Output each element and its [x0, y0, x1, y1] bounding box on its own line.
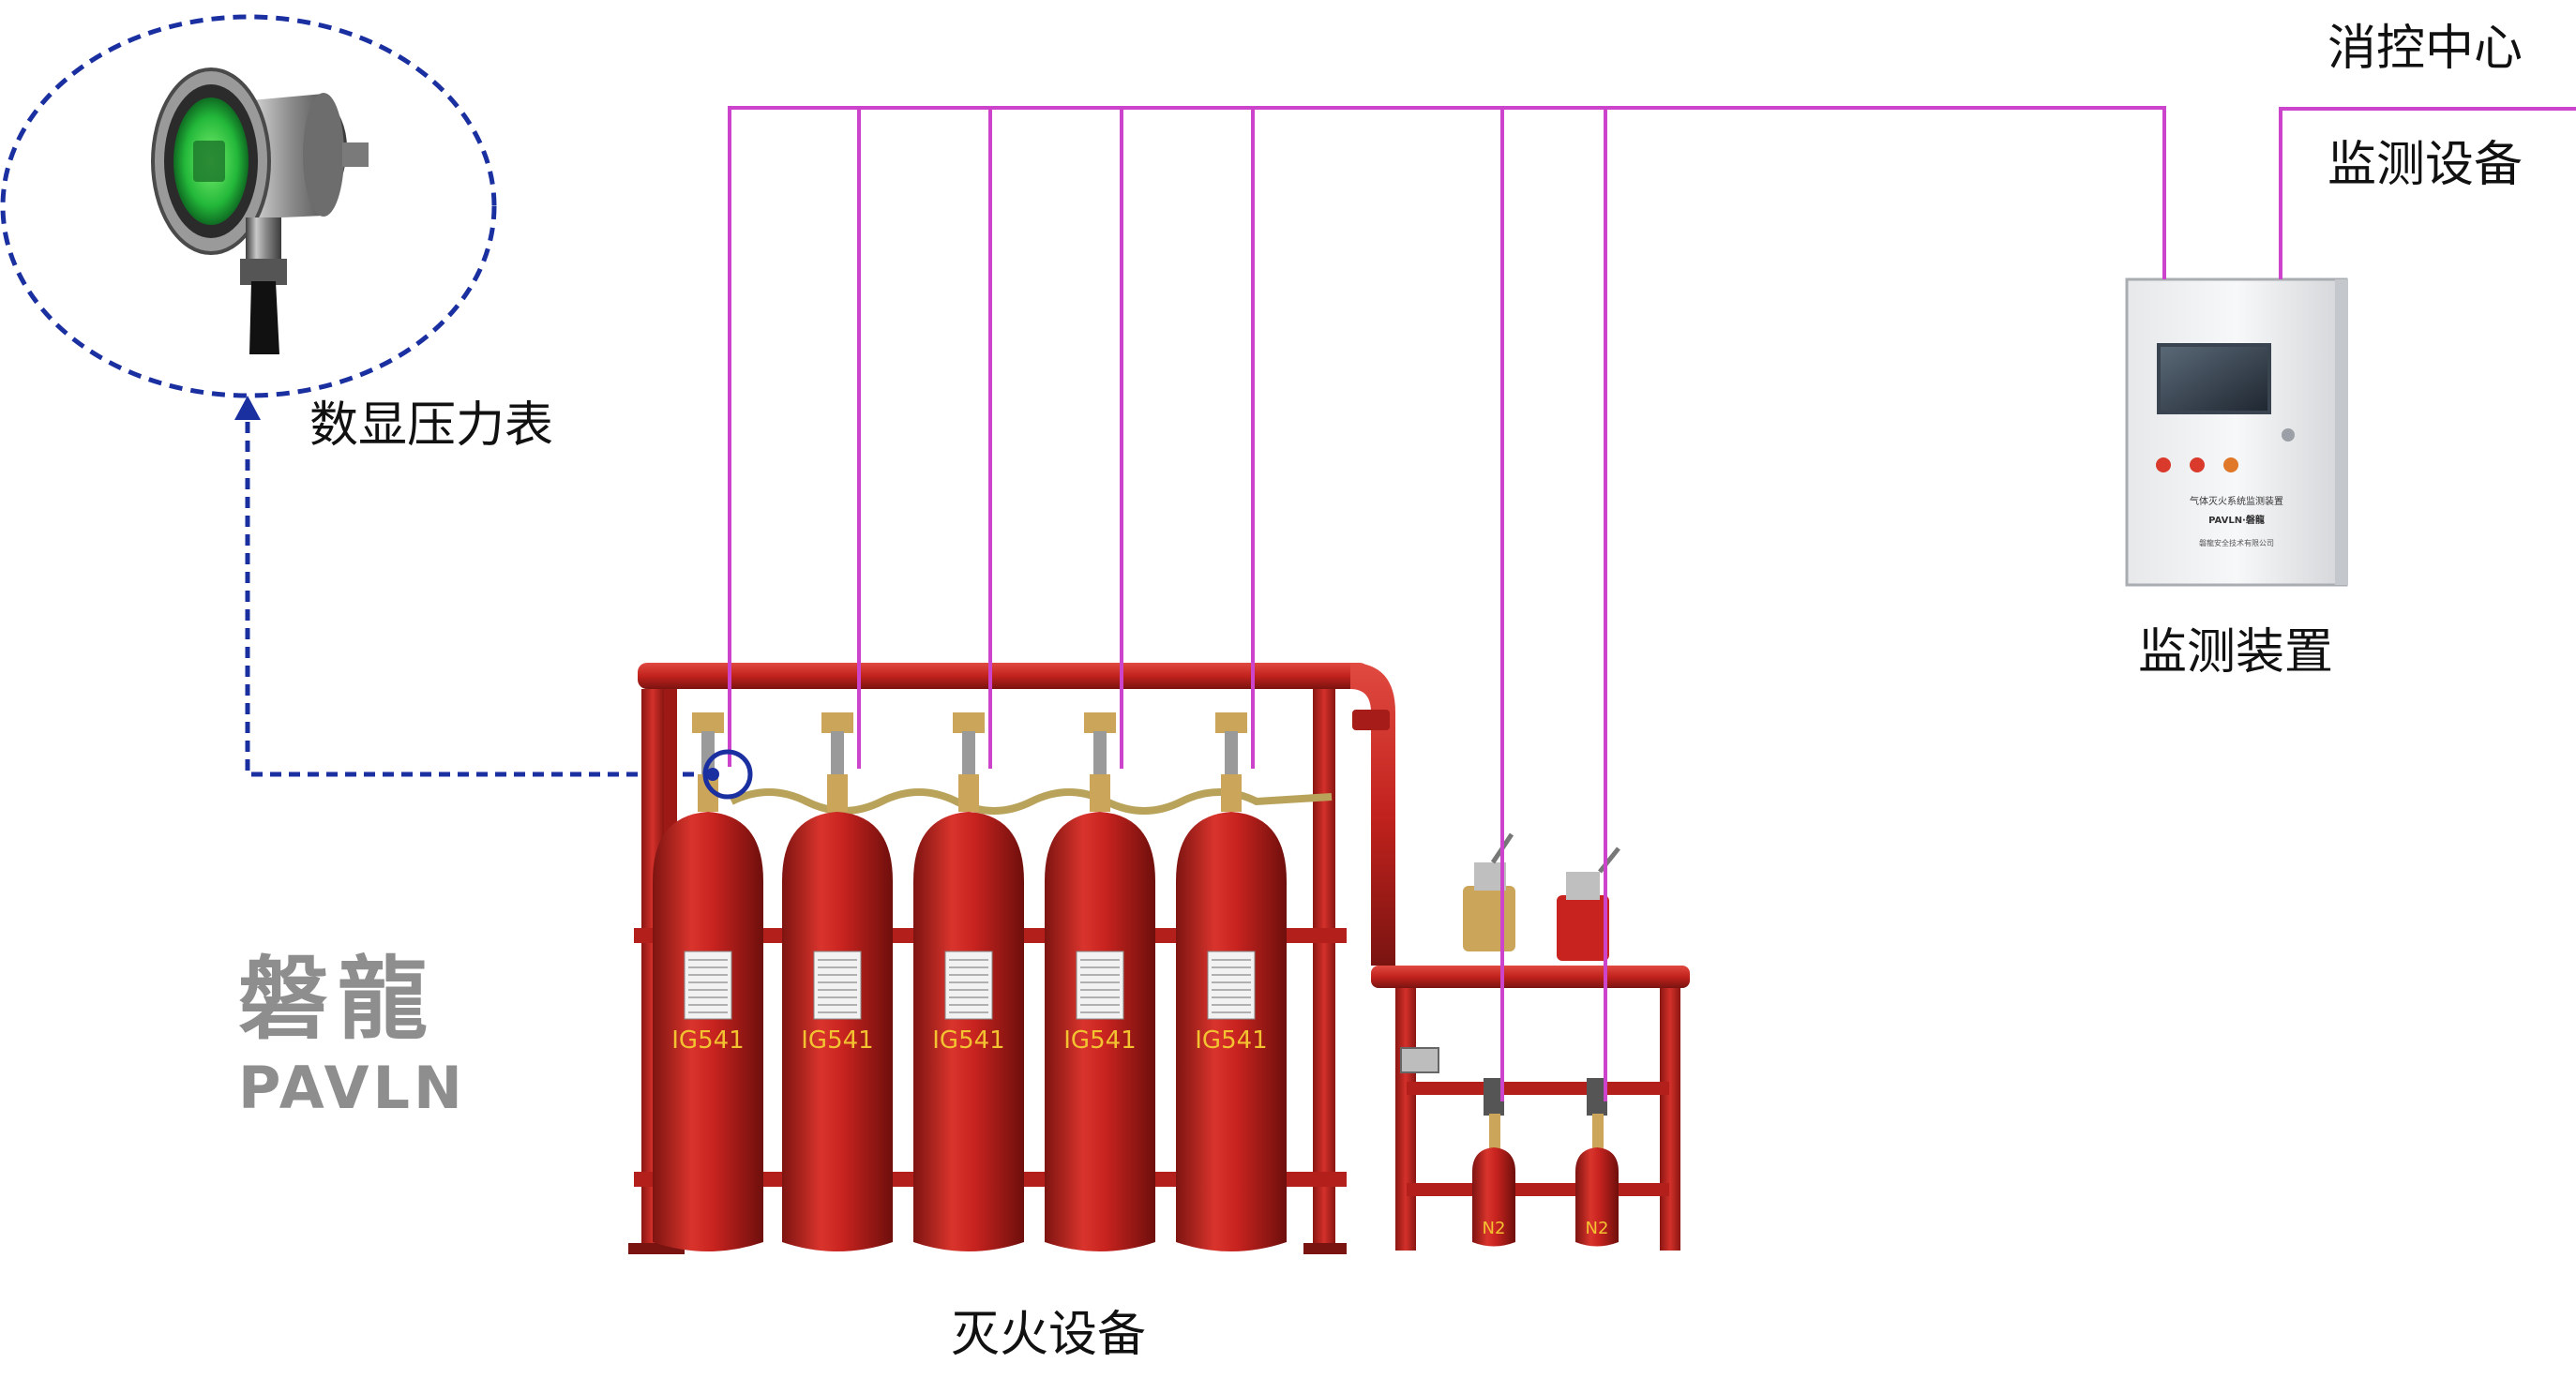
panel-indicator-3 — [2223, 457, 2238, 472]
gauge-port-dot — [706, 768, 719, 781]
brand-logo-chinese: 磐龍 — [238, 946, 437, 1052]
panel-key-switch — [2282, 428, 2295, 442]
cylinder-label: IG541 — [932, 1026, 1004, 1055]
pilot-bottle-bank: N2 N2 — [1472, 1078, 1619, 1247]
gauge-link-arrowhead — [234, 396, 261, 420]
signal-wiring — [728, 106, 2576, 1101]
cylinder-label: IG541 — [801, 1026, 873, 1055]
label-monitoring-device: 监测装置 — [2138, 624, 2334, 681]
gauge-link-line — [245, 411, 713, 777]
ig541-cylinder: IG541 — [653, 712, 763, 1251]
pilot-bottle-label: N2 — [1483, 1219, 1506, 1238]
cylinder-label: IG541 — [1063, 1026, 1136, 1055]
label-digital-gauge: 数显压力表 — [309, 397, 554, 454]
panel-screen — [2157, 343, 2271, 414]
n2-pilot-bottle: N2 — [1472, 1078, 1515, 1247]
digital-gauge-icon — [151, 67, 369, 354]
monitoring-device-panel: 气体灭火系统监测装置 PAVLN·磐龍 磐龍安全技术有限公司 — [2125, 277, 2348, 587]
pilot-rack — [1371, 832, 1690, 1251]
label-control-center: 消控中心 — [2327, 21, 2523, 77]
n2-pilot-bottle: N2 — [1575, 1078, 1619, 1247]
brand-logo-english: PAVLN — [238, 1054, 466, 1122]
ig541-cylinder: IG541 — [1045, 712, 1155, 1251]
label-extinguishing-equipment: 灭火设备 — [951, 1307, 1147, 1363]
cylinder-bank: IG541 IG541 IG541 IG541 IG541 — [653, 712, 1287, 1251]
panel-brand-text: PAVLN·磐龍 — [2208, 514, 2265, 526]
gauge-port-highlight — [702, 749, 753, 800]
cylinder-label: IG541 — [1195, 1026, 1267, 1055]
cylinder-label: IG541 — [671, 1026, 744, 1055]
digital-gauge-inset — [0, 14, 497, 398]
inset-dashed-ellipse — [0, 14, 497, 398]
panel-indicator-1 — [2156, 457, 2171, 472]
label-monitoring-equipment: 监测设备 — [2327, 137, 2523, 193]
ig541-cylinder: IG541 — [913, 712, 1024, 1251]
panel-title-text: 气体灭火系统监测装置 — [2190, 495, 2283, 507]
panel-indicator-2 — [2190, 457, 2205, 472]
panel-maker-text: 磐龍安全技术有限公司 — [2199, 538, 2274, 547]
pilot-bottle-label: N2 — [1586, 1219, 1609, 1238]
ig541-cylinder: IG541 — [782, 712, 893, 1251]
ig541-cylinder: IG541 — [1176, 712, 1287, 1251]
